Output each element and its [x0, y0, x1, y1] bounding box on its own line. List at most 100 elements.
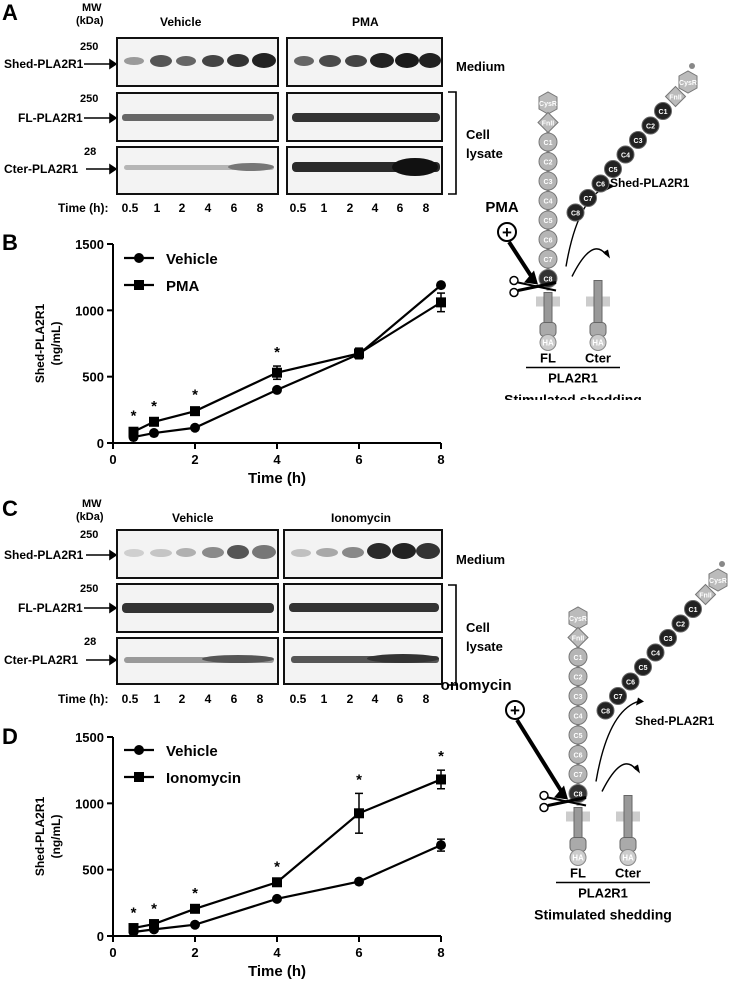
panel-letter-b: B — [2, 230, 18, 255]
domain-label: C6 — [574, 753, 583, 760]
blot-fl-vehicle — [116, 92, 279, 142]
y-tick-label: 1000 — [75, 303, 104, 318]
shed-domain-label: C8 — [601, 709, 610, 716]
scheme-caption: Stimulated shedding — [534, 907, 672, 923]
plus-icon — [505, 700, 525, 720]
ha-tag — [569, 849, 587, 866]
lane-label: 4 — [204, 692, 212, 706]
mw-label: MW — [82, 2, 102, 14]
y-tick-label: 0 — [97, 436, 104, 451]
row-label-cter: Cter-PLA2R1 — [4, 653, 79, 667]
shed-ctld-domain — [671, 614, 690, 633]
blot-fl-pma — [286, 92, 443, 142]
marker-250: 250 — [80, 529, 99, 541]
scissors-blade — [547, 796, 587, 807]
plus-sign: + — [510, 701, 520, 720]
kda-label: (kDa) — [76, 15, 104, 27]
marker-250: 250 — [80, 583, 99, 595]
domain-label: C5 — [574, 733, 583, 740]
x-tick-label: 2 — [191, 452, 198, 467]
ha-tag-label: HA — [622, 854, 634, 863]
x-tick-label: 8 — [437, 945, 444, 960]
domain-label: CysR — [539, 101, 557, 108]
legend-marker — [134, 280, 144, 290]
row-label-shed: Shed-PLA2R1 — [4, 548, 84, 562]
domain-label: C1 — [544, 140, 553, 147]
domain-label: C8 — [574, 792, 583, 799]
domain-label: C2 — [544, 160, 553, 167]
data-point-ionomycin — [436, 774, 446, 785]
x-tick-label: 6 — [355, 452, 362, 467]
lane-label: 2 — [346, 692, 354, 706]
receptor-label: PLA2R1 — [548, 371, 598, 386]
data-point-vehicle — [149, 428, 159, 439]
ctld-domain — [538, 230, 558, 249]
shed-cysr-domain — [708, 568, 728, 592]
significance-star: * — [131, 905, 137, 922]
shed-ctld-domain — [646, 643, 665, 662]
x-tick-label: 6 — [355, 945, 362, 960]
series-line-ionomycin — [133, 778, 442, 930]
ctld-domain — [538, 249, 558, 269]
lane-label: 4 — [204, 201, 212, 215]
cter-label: Cter — [585, 351, 611, 366]
ctld-domain — [568, 745, 588, 764]
cell-lysate-label: Cell lysate — [466, 127, 503, 161]
ctld-domain — [568, 647, 588, 667]
shed-domain-label: C6 — [596, 182, 605, 189]
cell-lysate-bracket — [448, 91, 457, 195]
cter-label: Cter — [615, 866, 641, 881]
shed-fnii-domain — [694, 583, 717, 606]
ha-tag-label: HA — [572, 854, 584, 863]
scissors-handle — [509, 275, 519, 286]
series-line-vehicle — [133, 844, 442, 934]
lane-label: 2 — [178, 692, 186, 706]
shed-ctld-domain — [634, 658, 652, 676]
shed-cysr-domain — [678, 70, 698, 94]
marker-28: 28 — [84, 146, 97, 158]
domain-label: FnII — [542, 121, 554, 128]
scissors-blade — [517, 281, 557, 292]
ha-tag — [589, 334, 607, 351]
lane-label: 2 — [178, 201, 186, 215]
lane-label: 0.5 — [121, 692, 139, 706]
lane-label: 8 — [422, 692, 430, 706]
lane-label: 6 — [396, 201, 404, 215]
y-tick-label: 500 — [82, 370, 104, 385]
lane-label: 6 — [230, 201, 238, 215]
shed-domain-label: C2 — [676, 622, 685, 629]
shed-ctld-domain — [616, 145, 635, 164]
data-point-vehicle — [190, 422, 200, 433]
domain-label: C4 — [544, 199, 553, 206]
domain-label: FnII — [572, 636, 584, 643]
lane-label: 1 — [320, 692, 328, 706]
x-tick-label: 0 — [109, 452, 116, 467]
series-line-pma — [133, 301, 442, 433]
domain-label: C7 — [544, 257, 553, 264]
row-arrows — [84, 549, 118, 666]
marker-250: 250 — [80, 93, 99, 105]
data-point-vehicle — [354, 876, 364, 887]
blot-fl-vehicle — [116, 583, 279, 633]
domain-label: C3 — [574, 694, 583, 701]
group-label-vehicle: Vehicle — [172, 511, 214, 525]
group-label-ionomycin: Ionomycin — [331, 511, 392, 525]
shed-domain-label: C1 — [689, 607, 698, 614]
scheme-caption: Stimulated shedding — [504, 392, 642, 401]
scissors-handle — [539, 802, 549, 813]
lane-label: 0.5 — [289, 201, 307, 215]
domain-label: C7 — [574, 772, 583, 779]
shed-ctld-domain — [654, 102, 672, 120]
stimulus-arrow — [507, 240, 536, 282]
group-label-pma: PMA — [352, 15, 379, 29]
data-point-pma — [354, 348, 364, 359]
shed-ctld-domain — [621, 672, 640, 691]
time-label: Time (h): — [58, 201, 109, 215]
medium-label: Medium — [456, 552, 506, 567]
x-tick-label: 4 — [273, 452, 281, 467]
marker-250: 250 — [80, 41, 99, 53]
shed-ctld-domain — [659, 629, 677, 647]
legend-label: Vehicle — [166, 251, 218, 268]
